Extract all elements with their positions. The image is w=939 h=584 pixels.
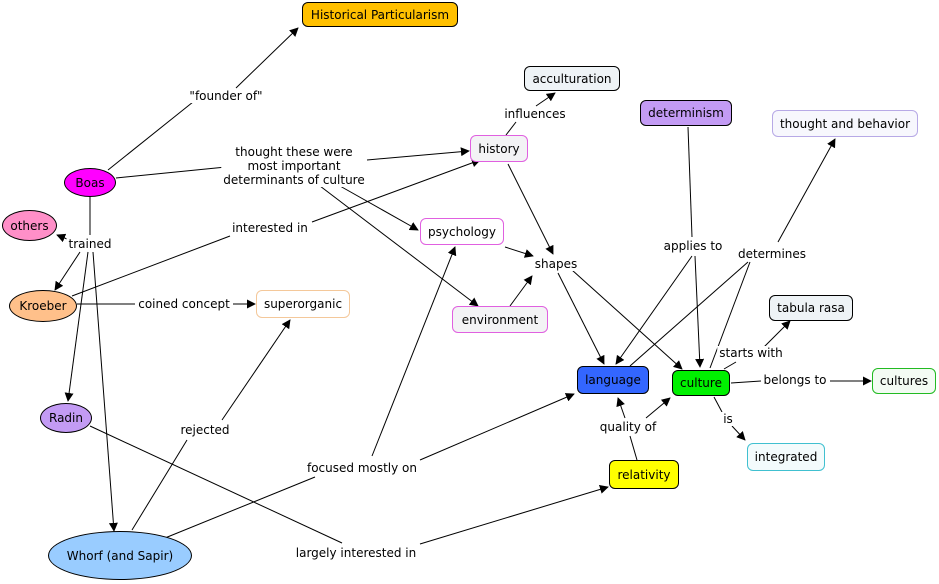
link-culture-is bbox=[713, 396, 723, 413]
link-thought-environment bbox=[319, 185, 479, 307]
link-shapes-culture bbox=[571, 269, 683, 370]
link-trained-whorf bbox=[92, 251, 118, 532]
link-whorf-focused bbox=[164, 476, 316, 539]
label-influences: influences bbox=[502, 107, 568, 121]
link-environment-shapes bbox=[509, 275, 533, 307]
link-trained-radin bbox=[64, 251, 89, 402]
label-applies-to: applies to bbox=[661, 239, 725, 253]
link-kroeber-interested-in bbox=[71, 235, 231, 297]
link-shapes-language bbox=[557, 272, 605, 365]
label-largely-interested-in: largely interested in bbox=[293, 546, 419, 560]
link-culture-starts-with bbox=[723, 361, 737, 370]
link-thought-history bbox=[366, 147, 470, 161]
link-language-determines bbox=[629, 261, 749, 367]
node-whorf: Whorf (and Sapir) bbox=[48, 531, 192, 580]
node-integrated: integrated bbox=[747, 443, 825, 471]
label-coined-concept: coined concept bbox=[136, 297, 232, 311]
link-applies-culture bbox=[694, 255, 705, 368]
link-quality-culture bbox=[645, 397, 671, 419]
node-tabula-rasa: tabula rasa bbox=[769, 295, 853, 321]
link-starts-with-tabula bbox=[763, 320, 791, 348]
link-culture-determines bbox=[709, 261, 751, 369]
label-determines: determines bbox=[735, 247, 809, 261]
link-applies-language bbox=[615, 255, 693, 365]
label-focused-mostly-on: focused mostly on bbox=[304, 461, 420, 475]
link-rejected-superorganic bbox=[221, 319, 291, 421]
link-thought-psychology bbox=[339, 185, 419, 231]
node-boas: Boas bbox=[64, 168, 116, 197]
node-others: others bbox=[2, 210, 57, 241]
label-rejected: rejected bbox=[178, 423, 232, 437]
node-psychology: psychology bbox=[420, 218, 504, 245]
label-quality-of: quality of bbox=[597, 420, 659, 434]
label-is: is bbox=[721, 412, 735, 426]
link-interested-in-history bbox=[311, 158, 481, 223]
link-culture-belongs bbox=[730, 380, 762, 384]
node-thought-and-behavior: thought and behavior bbox=[772, 110, 918, 137]
link-history-shapes bbox=[507, 163, 554, 255]
link-boas-thought bbox=[115, 166, 227, 179]
link-quality-language bbox=[616, 397, 626, 419]
node-environment: environment bbox=[452, 306, 548, 333]
label-starts-with: starts with bbox=[717, 346, 785, 360]
link-whorf-rejected bbox=[131, 439, 188, 531]
link-focused-language bbox=[419, 393, 575, 461]
label-belongs-to: belongs to bbox=[761, 373, 829, 387]
link-radin-largely bbox=[89, 425, 343, 544]
label-founder-of: "founder of" bbox=[187, 89, 265, 103]
link-largely-relativity bbox=[419, 485, 609, 545]
label-trained: trained bbox=[66, 237, 114, 251]
link-influences-acculturation bbox=[535, 92, 556, 107]
node-acculturation: acculturation bbox=[524, 66, 620, 91]
link-relativity-quality bbox=[629, 435, 638, 461]
label-thought-important: thought these were most important determ… bbox=[221, 145, 367, 187]
label-interested-in: interested in bbox=[230, 221, 310, 235]
link-psychology-shapes bbox=[504, 246, 534, 258]
link-trained-kroeber bbox=[54, 251, 81, 291]
link-is-integrated bbox=[731, 425, 746, 441]
node-historical-particularism: Historical Particularism bbox=[302, 2, 458, 27]
link-boas-founder-of bbox=[107, 101, 194, 171]
node-determinism: determinism bbox=[640, 100, 732, 126]
link-focused-psychology bbox=[371, 246, 457, 457]
node-relativity: relativity bbox=[609, 460, 679, 489]
node-culture: culture bbox=[672, 370, 730, 396]
node-radin: Radin bbox=[40, 403, 92, 433]
label-shapes: shapes bbox=[532, 257, 580, 271]
node-language: language bbox=[577, 366, 649, 394]
node-superorganic: superorganic bbox=[256, 290, 350, 318]
link-determinism-applies bbox=[687, 126, 693, 238]
node-kroeber: Kroeber bbox=[9, 290, 77, 322]
node-history: history bbox=[470, 135, 528, 162]
link-history-influences bbox=[505, 121, 517, 136]
link-determines-thought bbox=[777, 138, 836, 243]
link-founder-of-historical-particularism bbox=[235, 27, 299, 89]
node-cultures: cultures bbox=[872, 368, 936, 394]
